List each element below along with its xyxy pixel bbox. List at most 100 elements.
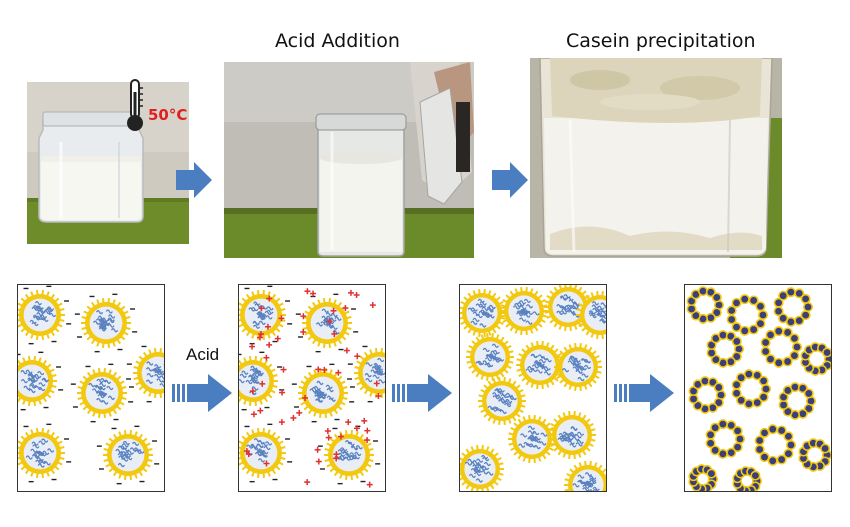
positive-charge-mark [296,409,303,416]
aggregated-particle [803,302,813,312]
casein-micelle [103,430,153,480]
aggregated-particle [792,342,802,352]
aggregated-particle [725,356,736,367]
positive-charge-mark [279,389,286,396]
aggregated-particle [731,336,742,347]
aggregated-particle [731,297,742,308]
positive-charge-mark [331,330,338,337]
positive-charge-mark [337,433,344,440]
aggregated-particle [710,445,721,456]
casein-micelle [239,356,278,406]
positive-charge-mark [321,366,328,373]
positive-charge-mark [315,458,322,465]
casein-micelle [500,287,548,335]
positive-charge-mark [280,366,287,373]
casein-micelle [508,415,556,463]
aggregated-particle [782,356,793,367]
aggregated-particle [803,388,814,399]
aggregated-particle [767,424,778,435]
aggregated-particle [794,315,805,326]
casein-micelle [298,368,348,418]
aggregated-particle [761,384,771,394]
aggregated-particle [758,310,768,320]
positive-charge-mark [278,315,285,322]
aggregated-particle [754,444,765,455]
aggregated-particle [783,431,794,442]
aggregated-particle [773,357,784,368]
casein-micelle [478,377,526,425]
aggregated-particle [711,292,722,303]
aggregated-particle [731,379,742,390]
aggregated-particle [778,313,789,324]
aggregated-particle [755,301,766,312]
aggregated-particle [739,325,750,336]
arrow-right-icon [174,160,214,205]
panel-acidified-micelles [238,284,386,492]
positive-charge-mark [343,347,350,354]
positive-charge-mark [300,313,307,320]
casein-micelle [18,290,65,340]
striped-arrow-icon [614,372,676,419]
casein-micelle [77,368,127,418]
positive-charge-mark [263,354,270,361]
aggregated-particle [736,372,747,383]
aggregated-particle [726,447,737,458]
positive-charge-mark [274,335,281,342]
positive-charge-mark [290,414,297,421]
positive-charge-mark [345,419,352,426]
thermometer-icon [124,78,146,139]
aggregated-particle [767,455,778,466]
aggregated-particle [688,393,699,404]
positive-charge-mark [263,460,270,467]
aggregated-particle [759,427,770,438]
casein-micelle [18,356,57,406]
casein-micelle [239,290,286,340]
aggregated-particle [782,385,793,396]
aggregated-particle [717,448,728,459]
aggregated-particle [705,438,716,449]
photo-heated-milk-jar [27,82,189,244]
aggregated-particle [698,286,709,297]
positive-charge-mark [264,323,271,330]
aggregated-particle [686,303,697,314]
casein-micelle [133,348,164,398]
panel-precipitated-casein [684,284,832,492]
aggregated-particle [743,398,754,409]
aggregated-particle [752,397,763,408]
aggregated-particle [726,314,737,325]
aggregated-particle [797,408,808,419]
casein-micelle [460,289,506,337]
aggregated-particle [707,402,718,413]
aggregated-particle [713,382,724,393]
positive-charge-mark [259,380,266,387]
positive-charge-mark [364,437,371,444]
aggregated-particle [718,330,729,341]
aggregated-particle [765,329,776,340]
aggregated-particle [800,293,811,304]
aggregated-particle [760,346,771,357]
casein-micelle [302,298,352,348]
aggregated-particle [785,316,796,327]
aggregated-particle [778,290,789,301]
aggregated-particle [754,435,765,446]
positive-charge-mark [354,353,361,360]
aggregated-particle [789,333,800,344]
casein-micelle [324,430,374,480]
aggregated-particle [786,440,796,450]
aggregated-particle [778,399,789,410]
aggregated-particle [731,388,742,399]
positive-charge-mark [361,417,368,424]
positive-charge-mark [249,388,256,395]
positive-charge-mark [364,427,371,434]
positive-charge-mark [245,451,252,458]
striped-arrow-icon [392,372,454,419]
positive-charge-mark [266,295,273,302]
aggregated-particle [706,347,717,358]
positive-charge-mark [333,455,340,462]
arrow-right-icon [490,160,530,205]
positive-charge-mark [302,395,309,402]
aggregated-particle [705,312,716,323]
positive-charge-mark [258,305,265,312]
positive-charge-mark [243,448,250,455]
positive-charge-mark [342,305,349,312]
